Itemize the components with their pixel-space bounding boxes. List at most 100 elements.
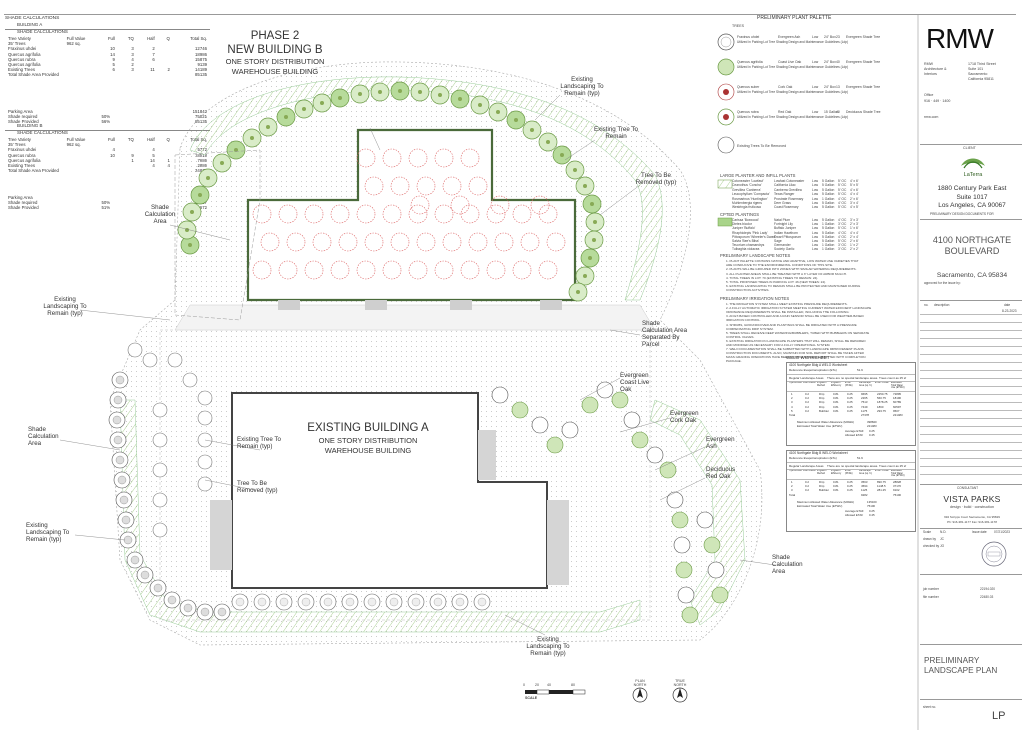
- shade-calculations-title: SHADE CALCULATIONS: [5, 16, 60, 21]
- welo-cell: 0.45: [869, 433, 875, 437]
- table-cell: 1: [167, 157, 170, 163]
- palette-cell: 5' OC: [838, 179, 847, 183]
- tree-symbol: [382, 148, 402, 168]
- callout-existing-landscaping-left: Existing Landscaping To Remain (typ): [43, 296, 87, 318]
- rmw-logo: RMW: [926, 24, 996, 52]
- table-cell: Full Value: [66, 36, 86, 41]
- scale-tick-40: 40: [547, 683, 551, 687]
- tree-symbol: [279, 597, 289, 607]
- table-cell: 4: [131, 56, 134, 62]
- table-cell: Existing Trees: [8, 67, 35, 73]
- table-cell: Full Value: [66, 137, 86, 142]
- welo-cell: There are no special landscape areas.: [827, 376, 879, 380]
- welo-cell: 0.81: [833, 392, 839, 396]
- welo-cell: 0.25: [847, 408, 853, 413]
- welo-cell: 9695: [861, 392, 868, 396]
- office-phone: 916 · 449 · 1400: [924, 99, 951, 103]
- welo-cell: 4594: [861, 484, 868, 489]
- palette-cell: Salvia 'Bee's Bliss': [732, 239, 760, 243]
- building-b-subtitle-2: WAREHOUSE BUILDING: [231, 67, 319, 76]
- welo-cell: 0.25: [847, 484, 853, 489]
- welo-cell: 281.25: [877, 488, 886, 493]
- table-cell: Quercus rubra: [8, 152, 36, 158]
- note-line: ARE CONDUCIVE TO THE ENVIRONMENTAL CONDI…: [726, 263, 833, 268]
- welo-cell: Estimated Total Water Use (ETWU): [797, 503, 843, 508]
- table-cell: Shade Provided: [8, 119, 39, 125]
- callout-tree-removed-top: Tree To Be Removed (typ): [635, 172, 677, 187]
- palette-cell: 5' x 5': [850, 183, 859, 188]
- table-cell: 3: [131, 46, 134, 52]
- note-line: CONSTRUCTION DOCUMENTS. ALSO, MAINTAIN F…: [726, 351, 864, 356]
- welo-cell: 0.81: [833, 408, 839, 413]
- palette-cell: Low: [812, 192, 819, 197]
- welo-cell: 0.2: [805, 480, 810, 484]
- welo-cell: 0.2: [805, 488, 810, 493]
- tree-common: Evergreen Ash: [778, 35, 801, 39]
- office-label: Office: [924, 93, 934, 97]
- table-cell: 9: [131, 152, 134, 158]
- tree-symbol: [494, 232, 514, 252]
- job-number-label: job number: [923, 587, 939, 591]
- welo-cell: Drip: [819, 400, 825, 405]
- palette-cell: Buffalo Juniper: [774, 226, 796, 231]
- north-true-label: TRUE NORTH: [673, 679, 687, 687]
- tree-symbol: [304, 204, 324, 224]
- welo-cell: 4: [791, 404, 793, 409]
- tree-symbol: [183, 603, 193, 613]
- tree-symbol: [460, 260, 480, 280]
- note-line: 3. AN ET-BASED CONTROLLER AND A RAIN SEN…: [726, 314, 864, 319]
- palette-cell: 5' OC: [838, 183, 847, 188]
- table-cell: 85135: [195, 72, 207, 78]
- building-a-subheading: SHADE CALCULATIONS: [17, 29, 68, 34]
- palette-cell: Indian Hawthorn: [774, 230, 799, 235]
- table-cell: 10: [110, 152, 115, 158]
- table-cell: Quercus agrifolia: [8, 51, 41, 57]
- building-a-loading-southeast: [547, 500, 569, 585]
- tree-size: 24" Box: [824, 60, 836, 64]
- building-a-heading: BUILDING A: [17, 22, 43, 27]
- tree-symbol: [681, 606, 699, 624]
- palette-cell: Westringia fruticosa: [732, 205, 761, 210]
- table-cell: Quercus agrifolia: [8, 62, 41, 68]
- tree-symbol: [127, 342, 143, 358]
- palette-cell: 4' x 5': [850, 205, 859, 210]
- palette-cell: Low: [812, 183, 819, 188]
- welo-cell: 1: [791, 392, 793, 396]
- tree-symbol: [190, 210, 194, 214]
- table-cell: 3: [131, 51, 134, 57]
- svg-text:RMW: RMW: [926, 24, 995, 52]
- tree-symbol: [631, 431, 649, 449]
- tree-symbol: [378, 90, 382, 94]
- tree-symbol: [531, 416, 549, 434]
- palette-cell: Pittosporum 'Wheeler's Dwarf': [732, 234, 776, 239]
- welo-cell: 51.9: [857, 456, 863, 460]
- svg-text:LaTerra: LaTerra: [964, 172, 984, 178]
- tree-symbol: [588, 256, 592, 260]
- palette-cell: 3' OC: [838, 243, 847, 248]
- tree-symbol: [491, 386, 509, 404]
- existing-trees: [127, 342, 491, 611]
- palette-cell: Fortnight Lily: [774, 222, 793, 227]
- tree-qty: 13: [836, 85, 840, 89]
- palette-cell: 5' OC: [838, 239, 847, 243]
- welo-cell: Regular Landscape Areas: [789, 464, 824, 468]
- tree-symbol: [438, 93, 442, 97]
- welo-cell: 5: [791, 408, 793, 413]
- welo-cell: 4100 Northgate Bldg A WELO Worksheet: [789, 363, 848, 367]
- tree-water: Low: [812, 60, 819, 64]
- tree-symbol: [538, 204, 558, 224]
- welo-cell: 51.9: [857, 368, 863, 372]
- tree-symbol: [583, 184, 587, 188]
- welo-cell: 1878.25: [877, 400, 888, 405]
- tree-size: 15 Gallon: [824, 110, 839, 114]
- tree-symbol: [356, 204, 376, 224]
- welo-cell: Landscape Area (sq. ft.): [859, 381, 873, 387]
- tree-code: Fraxinus uhdei: [737, 35, 760, 39]
- table-cell: 4: [152, 147, 155, 153]
- palette-cell: 4' x 6': [850, 187, 859, 192]
